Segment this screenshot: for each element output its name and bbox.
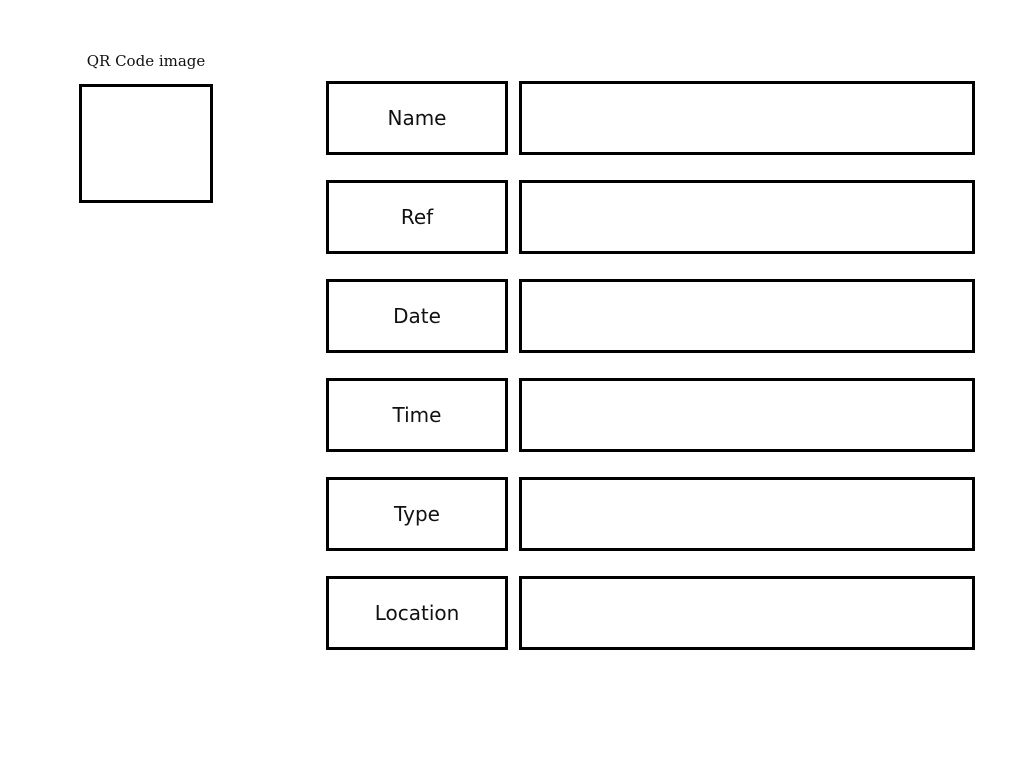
ref-label: Ref [400, 205, 434, 229]
type-field[interactable] [519, 477, 975, 551]
field-row-location: Location [326, 576, 975, 650]
name-label-box: Name [326, 81, 508, 155]
date-label-box: Date [326, 279, 508, 353]
time-label-box: Time [326, 378, 508, 452]
field-row-name: Name [326, 81, 975, 155]
location-label-box: Location [326, 576, 508, 650]
ref-field[interactable] [519, 180, 975, 254]
field-row-date: Date [326, 279, 975, 353]
time-label: Time [392, 403, 442, 427]
qr-code-image [79, 84, 213, 203]
field-row-time: Time [326, 378, 975, 452]
ref-label-box: Ref [326, 180, 508, 254]
date-label: Date [393, 304, 441, 328]
field-row-ref: Ref [326, 180, 975, 254]
time-field[interactable] [519, 378, 975, 452]
type-label: Type [394, 502, 440, 526]
location-label: Location [374, 601, 460, 625]
qr-code-caption: QR Code image [86, 52, 206, 70]
field-row-type: Type [326, 477, 975, 551]
date-field[interactable] [519, 279, 975, 353]
type-label-box: Type [326, 477, 508, 551]
location-field[interactable] [519, 576, 975, 650]
name-label: Name [387, 106, 447, 130]
name-field[interactable] [519, 81, 975, 155]
